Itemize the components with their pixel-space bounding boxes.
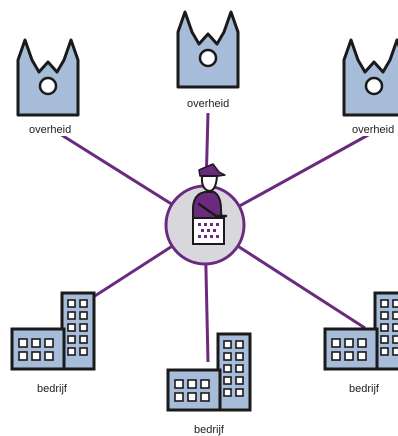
company-building-icon [166,332,252,412]
government-building-icon [176,10,240,89]
postman-with-mailbag-icon [192,163,228,245]
company-building-icon [10,291,96,371]
node-label-bedrijf-center: bedrijf [193,424,225,436]
government-building-icon [342,38,398,117]
company-building-icon [323,291,398,371]
node-label-bedrijf-left: bedrijf [36,383,68,395]
central-hub [164,163,246,266]
node-label-overheid-left: overheid [28,124,73,136]
node-label-overheid-center: overheid [186,98,231,110]
node-label-bedrijf-right: bedrijf [348,383,380,395]
node-label-overheid-right: overheid [351,124,396,136]
government-building-icon [16,38,80,117]
